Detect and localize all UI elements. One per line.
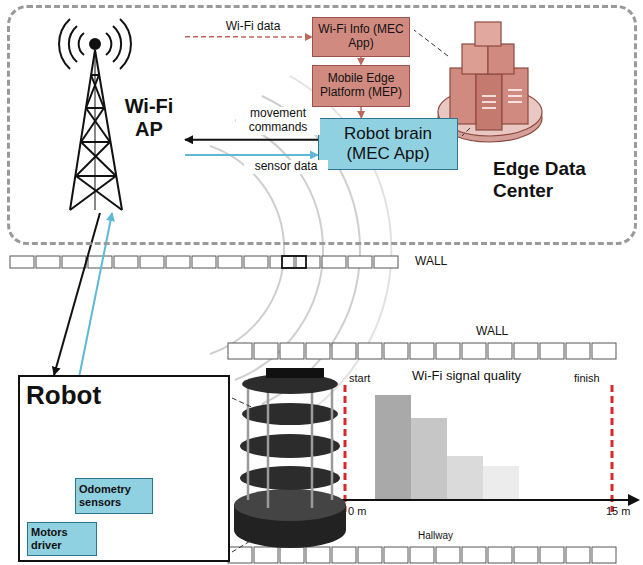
- node-text: Edge Data Center: [493, 158, 603, 202]
- free-label: WALL: [476, 325, 508, 339]
- connector-arrow: [54, 213, 100, 375]
- node-text: Odometry sensors: [79, 483, 149, 508]
- node-text: Wi-Fi Info (MEC App): [317, 23, 405, 51]
- node-text: Mobile Edge Platform (MEP): [317, 72, 405, 100]
- robot-box: RobotOdometry sensorsMotors driver: [18, 375, 230, 562]
- signal-chart: [338, 385, 640, 512]
- free-label: Hallway: [418, 530, 453, 542]
- node-text: Robot: [26, 381, 136, 411]
- robot-illustration: [234, 368, 346, 548]
- leader-line: [232, 398, 258, 552]
- free-label: start: [349, 372, 370, 385]
- mec-app-box: Wi-Fi Info (MEC App): [312, 17, 410, 57]
- connector-arrow: [79, 213, 112, 375]
- connector-arrow: [360, 107, 362, 118]
- free-label: finish: [574, 372, 600, 385]
- driver-box: Motors driver: [27, 522, 97, 556]
- robot-brain-box: Robot brain (MEC App): [318, 118, 458, 170]
- connector-arrow: [185, 139, 318, 141]
- connector-arrow: [360, 57, 362, 65]
- free-label: 15 m: [606, 505, 630, 518]
- node-text: Wi-Fi AP: [120, 95, 178, 141]
- free-label: WALL: [415, 255, 447, 269]
- free-label: 0 m: [348, 505, 366, 518]
- edge-label: sensor data: [244, 160, 328, 174]
- edge-label: movement commands: [236, 107, 320, 135]
- wall-block-highlight: [282, 256, 306, 268]
- sensor-box: Odometry sensors: [75, 478, 153, 514]
- node-text: Motors driver: [31, 526, 93, 551]
- antenna-tower: [59, 19, 131, 210]
- free-label: Wi-Fi signal quality: [412, 369, 521, 384]
- access-point: Wi-Fi AP: [50, 15, 185, 213]
- connector-arrow: [185, 154, 318, 156]
- node-text: Robot brain (MEC App): [325, 124, 451, 163]
- edge-label: Wi-Fi data: [206, 20, 300, 34]
- platform-box: Mobile Edge Platform (MEP): [312, 65, 410, 107]
- edge-region: Edge Data Center Wi-Fi Info (MEC App) Mobi…: [7, 5, 637, 245]
- connector-arrow: [185, 36, 312, 38]
- wall-blocks: [10, 256, 616, 563]
